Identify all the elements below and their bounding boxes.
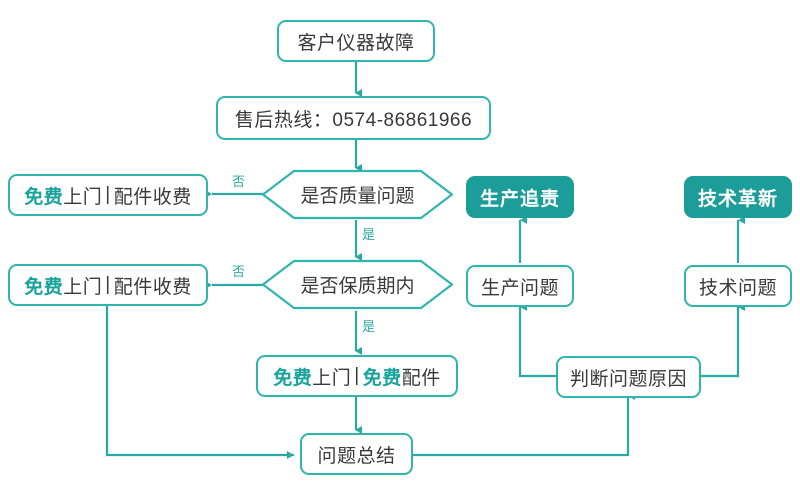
node-paid-service-2[interactable]: 免费上门|配件收费 bbox=[8, 264, 208, 306]
node-paid-service-1-visit: 上门 bbox=[63, 186, 103, 208]
node-paid-service-2-free: 免费 bbox=[24, 276, 64, 298]
edge-paid2-to-summary bbox=[105, 305, 294, 459]
node-technical-innovation-label: 技术革新 bbox=[697, 188, 778, 210]
node-paid-service-2-separator: | bbox=[105, 274, 111, 295]
node-technical-innovation[interactable]: 技术革新 bbox=[684, 176, 792, 218]
node-free-service-all-separator: | bbox=[354, 365, 360, 386]
node-paid-service-1-free: 免费 bbox=[24, 186, 64, 208]
node-diagnose[interactable]: 判断问题原因 bbox=[556, 356, 701, 398]
edge-label-quality-yes: 是 bbox=[362, 227, 376, 242]
node-production-accountability[interactable]: 生产追责 bbox=[466, 176, 574, 218]
edge-label-warranty-yes: 是 bbox=[362, 319, 376, 334]
node-paid-service-1-parts: 配件收费 bbox=[113, 186, 192, 208]
node-paid-service-1[interactable]: 免费上门|配件收费 bbox=[8, 174, 208, 216]
edge-label-quality-no: 否 bbox=[232, 174, 246, 189]
diamond-shape-quality bbox=[261, 169, 454, 220]
node-hotline-label: 售后热线：0574-86861966 bbox=[234, 109, 473, 131]
node-paid-service-2-visit: 上门 bbox=[63, 276, 103, 298]
node-paid-service-2-parts: 配件收费 bbox=[113, 276, 192, 298]
node-paid-service-1-separator: | bbox=[105, 184, 111, 205]
node-start[interactable]: 客户仪器故障 bbox=[277, 20, 435, 62]
node-production-accountability-label: 生产追责 bbox=[479, 188, 560, 210]
node-free-service-all[interactable]: 免费上门|免费配件 bbox=[256, 355, 458, 397]
node-technical-issue-label: 技术问题 bbox=[698, 277, 777, 299]
node-diagnose-label: 判断问题原因 bbox=[569, 368, 687, 390]
node-free-service-all-free-visit: 免费 bbox=[273, 367, 313, 389]
node-technical-issue[interactable]: 技术问题 bbox=[684, 265, 792, 307]
diamond-shape-warranty bbox=[261, 259, 454, 310]
node-production-issue-label: 生产问题 bbox=[480, 277, 559, 299]
node-free-service-all-visit: 上门 bbox=[312, 367, 352, 389]
edge-diagnose-to-prod-issue bbox=[518, 303, 556, 378]
node-decision-warranty[interactable]: 是否保质期内 bbox=[260, 258, 455, 311]
edge-diagnose-to-tech-issue bbox=[700, 303, 745, 378]
node-decision-warranty-label: 是否保质期内 bbox=[300, 276, 415, 297]
edge-label-warranty-no: 否 bbox=[232, 264, 246, 279]
node-decision-quality[interactable]: 是否质量问题 bbox=[260, 168, 455, 221]
edge-summary-to-diagnose bbox=[413, 392, 635, 457]
node-free-service-all-parts: 配件 bbox=[401, 367, 441, 389]
node-free-service-all-free-parts: 免费 bbox=[362, 367, 402, 389]
node-start-label: 客户仪器故障 bbox=[297, 32, 415, 54]
node-decision-quality-label: 是否质量问题 bbox=[300, 186, 415, 207]
node-hotline[interactable]: 售后热线：0574-86861966 bbox=[216, 96, 491, 140]
node-summary[interactable]: 问题总结 bbox=[300, 433, 413, 475]
node-summary-label: 问题总结 bbox=[317, 445, 396, 467]
node-production-issue[interactable]: 生产问题 bbox=[466, 265, 574, 307]
